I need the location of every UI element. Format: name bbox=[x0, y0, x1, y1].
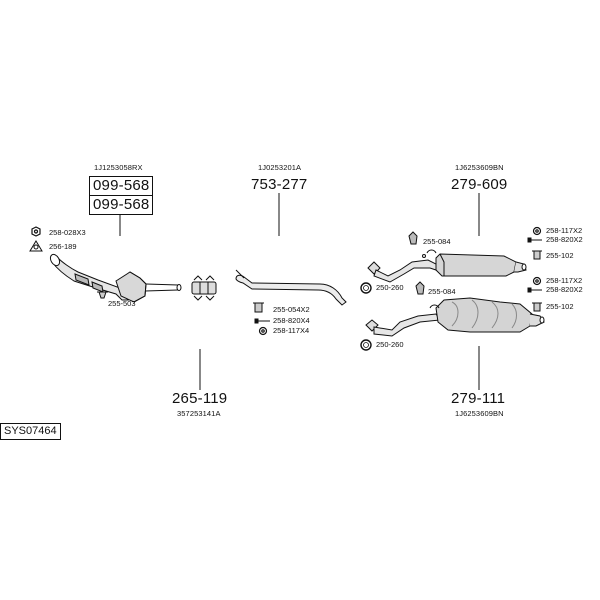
accessory-label-hanger[interactable]: 255-084 bbox=[428, 287, 456, 296]
rear-silencer-upper-illustration bbox=[367, 253, 527, 283]
front-pipe-connector-illustration bbox=[191, 275, 217, 301]
accessory-label-clamp[interactable]: 255-054X2 bbox=[273, 305, 310, 314]
accessory-label-hanger[interactable]: 255-084 bbox=[423, 237, 451, 246]
accessory-label-gasket-ring[interactable]: 250-260 bbox=[376, 340, 404, 349]
accessory-label-clamp[interactable]: 255-503 bbox=[108, 299, 136, 308]
rubber-hanger-icon bbox=[415, 281, 440, 309]
gasket-icon bbox=[29, 240, 43, 252]
part-number-middle-pipe[interactable]: 753-277 bbox=[251, 176, 308, 193]
rubber-hanger-icon bbox=[408, 231, 437, 258]
oem-number-rear-upper: 1J6253609BN bbox=[455, 163, 504, 172]
middle-pipe-illustration bbox=[235, 269, 347, 306]
clamp-icon bbox=[532, 302, 542, 312]
system-code-label: SYS07464 bbox=[0, 423, 61, 440]
accessory-label-clamp[interactable]: 255-102 bbox=[546, 302, 574, 311]
part-number-rear-upper[interactable]: 279-609 bbox=[451, 176, 508, 193]
bolt-icon bbox=[527, 237, 542, 243]
accessory-label-clamp[interactable]: 255-102 bbox=[546, 251, 574, 260]
catalytic-converter-illustration bbox=[49, 253, 182, 303]
oem-number-catalytic: 1J1253058RX bbox=[94, 163, 143, 172]
accessory-label-washer[interactable]: 258-117X4 bbox=[273, 326, 310, 335]
oem-number-rear-lower: 1J6253609BN bbox=[455, 409, 504, 418]
oem-number-middle-pipe: 1J0253201A bbox=[258, 163, 302, 172]
accessory-label-bolt[interactable]: 258-820X4 bbox=[273, 316, 310, 325]
clamp-icon bbox=[253, 302, 264, 313]
gasket-ring-icon bbox=[360, 282, 372, 294]
nut-icon bbox=[31, 226, 41, 237]
rear-silencer-lower-illustration bbox=[365, 297, 545, 337]
part-number-front-pipe[interactable]: 265-119 bbox=[172, 390, 228, 407]
accessory-label-bolt[interactable]: 258-820X2 bbox=[546, 235, 583, 244]
clamp-icon bbox=[97, 291, 108, 299]
washer-icon bbox=[258, 326, 268, 336]
accessory-label-washer[interactable]: 258-117X2 bbox=[546, 276, 583, 285]
part-number-box-catalytic-2[interactable]: 099-568 bbox=[89, 195, 154, 215]
gasket-ring-icon bbox=[360, 339, 372, 351]
oem-number-front-pipe: 357253141A bbox=[177, 409, 221, 418]
bolt-icon bbox=[527, 287, 542, 293]
accessory-label-nut[interactable]: 258-028X3 bbox=[49, 228, 86, 237]
accessory-label-washer[interactable]: 258-117X2 bbox=[546, 226, 583, 235]
accessory-label-gasket[interactable]: 256-189 bbox=[49, 242, 77, 251]
part-number-rear-lower[interactable]: 279-111 bbox=[451, 390, 506, 407]
clamp-icon bbox=[532, 250, 542, 260]
bolt-icon bbox=[254, 318, 270, 324]
accessory-label-bolt[interactable]: 258-820X2 bbox=[546, 285, 583, 294]
washer-icon bbox=[532, 226, 542, 236]
accessory-label-gasket-ring[interactable]: 250-260 bbox=[376, 283, 404, 292]
part-number-box-catalytic-1[interactable]: 099-568 bbox=[89, 176, 154, 196]
washer-icon bbox=[532, 276, 542, 286]
